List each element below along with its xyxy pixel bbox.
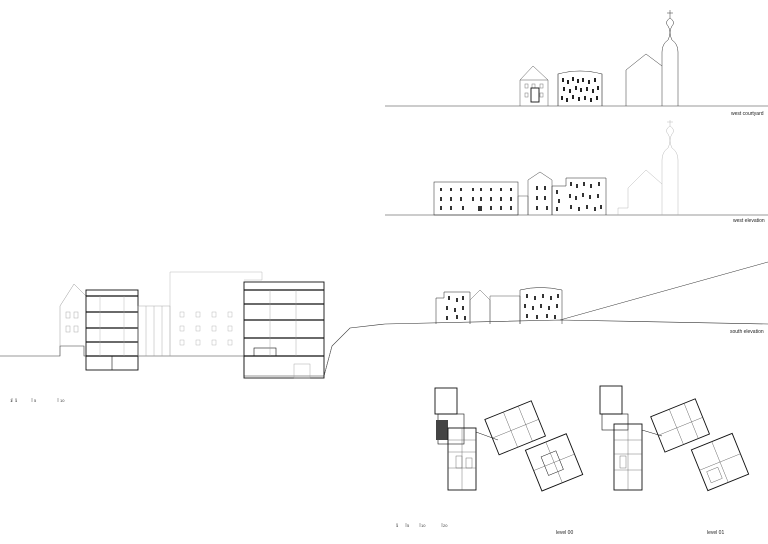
plan-wing-middle xyxy=(484,400,547,456)
new-building-windows xyxy=(536,182,602,211)
old-house-windows xyxy=(524,83,544,103)
plan-scale-bar xyxy=(396,523,443,527)
plan-scale-tick: 20 xyxy=(443,523,448,528)
plan-scale-tick: 1 xyxy=(396,523,399,528)
section-scale-tick: 1 xyxy=(10,398,13,403)
left-section-block xyxy=(85,289,139,371)
church-outline xyxy=(617,120,679,215)
gable-house-outline xyxy=(527,171,553,215)
building-section xyxy=(0,271,386,379)
plan-tower xyxy=(599,385,623,415)
new-building-windows xyxy=(561,77,599,102)
building-a-outline xyxy=(435,291,471,324)
old-house-windows xyxy=(65,311,79,333)
section-scale-tick: 10 xyxy=(60,398,65,403)
middle-connector xyxy=(137,305,171,357)
west-elevation xyxy=(385,120,768,216)
plan-level-00 xyxy=(434,387,584,492)
plan-level-01 xyxy=(599,385,750,492)
section-scale-tick: 5 xyxy=(34,398,37,403)
old-house-outline xyxy=(59,283,87,346)
plan-tower xyxy=(434,387,458,415)
building-b-outline xyxy=(519,287,563,324)
terrain-line xyxy=(0,323,386,377)
church-tower-outline xyxy=(661,17,679,106)
church-nave-outline xyxy=(625,53,663,106)
west-courtyard-elevation xyxy=(385,10,768,107)
west-elevation-caption: west elevation xyxy=(733,218,765,224)
plan-level-01-caption: level 01 xyxy=(707,530,724,536)
section-scale-bar xyxy=(11,398,59,402)
new-building-outline xyxy=(551,177,607,215)
right-section-block xyxy=(243,281,325,379)
plan-wing-east xyxy=(690,432,750,492)
south-elevation-windows xyxy=(446,294,559,320)
plan-scale-tick: 10 xyxy=(421,523,426,528)
ground-line xyxy=(384,319,768,325)
west-courtyard-caption: west courtyard xyxy=(731,111,764,117)
plan-wing-middle xyxy=(650,398,711,453)
middle-building xyxy=(169,271,263,356)
new-building-outline xyxy=(557,70,603,106)
old-house-outline xyxy=(519,65,549,106)
long-house-windows xyxy=(440,188,512,211)
section-scale-tick: 1 xyxy=(15,398,18,403)
long-house-outline xyxy=(433,181,519,216)
plan-scale-tick: 5 xyxy=(407,523,410,528)
south-elevation-caption: south elevation xyxy=(730,329,764,335)
slope-line xyxy=(559,261,768,321)
south-elevation xyxy=(384,261,768,325)
plan-level-00-caption: level 00 xyxy=(556,530,573,536)
plan-wing-east xyxy=(524,433,584,492)
